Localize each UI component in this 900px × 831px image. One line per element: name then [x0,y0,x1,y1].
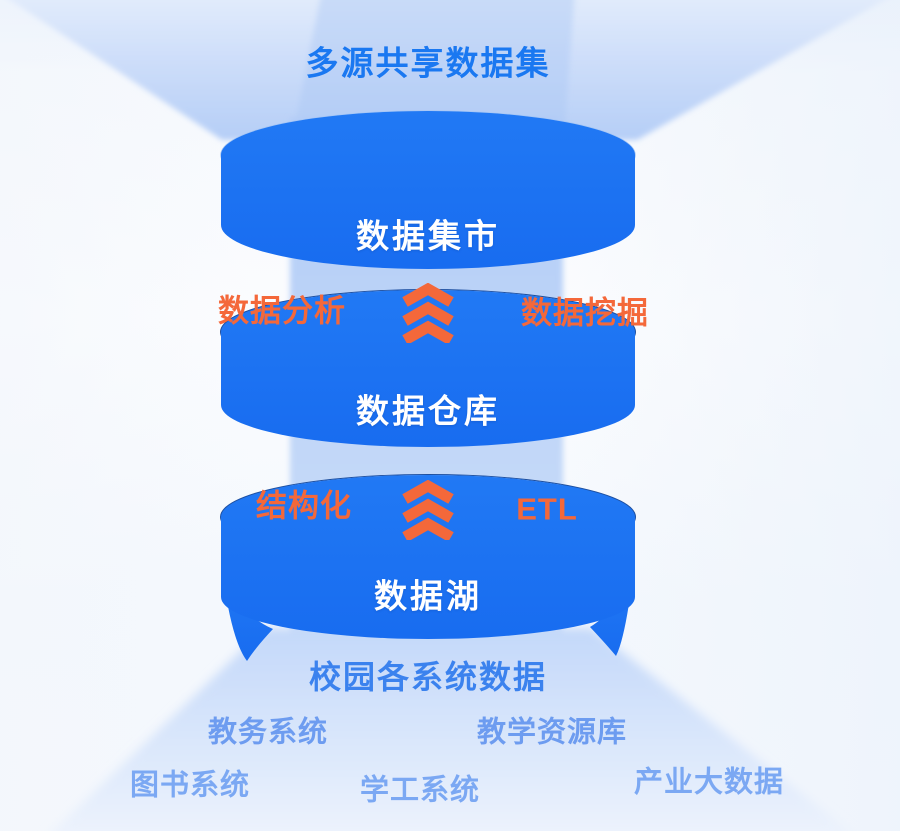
process1-left-label: 数据分析 [218,293,346,329]
process1-right-label: 数据挖掘 [521,295,649,331]
source-item-library-system: 图书系统 [129,769,251,802]
source-title: 校园各系统数据 [308,659,548,695]
process2-left-label: 结构化 [256,488,352,524]
diagram-title: 多源共享数据集 [305,44,551,82]
source-item-teaching-resource-library: 教学资源库 [476,716,628,749]
layer-label-data-mart: 数据集市 [356,217,500,255]
cylinder-body [221,475,635,639]
source-item-academic-system: 教务系统 [207,716,329,749]
cylinder-body [221,111,635,269]
layer-label-data-lake: 数据湖 [374,577,482,615]
layer-label-data-warehouse: 数据仓库 [356,392,500,430]
process2-right-label: ETL [516,491,578,527]
funnel-bottom-shape [53,628,850,831]
cylinder-data-mart [220,110,636,269]
source-item-student-affairs-system: 学工系统 [359,774,481,807]
up-chevrons-icon [400,282,456,348]
cylinder-body [221,290,635,447]
source-item-industry-big-data: 产业大数据 [633,766,785,799]
up-chevrons-icon [400,479,456,545]
